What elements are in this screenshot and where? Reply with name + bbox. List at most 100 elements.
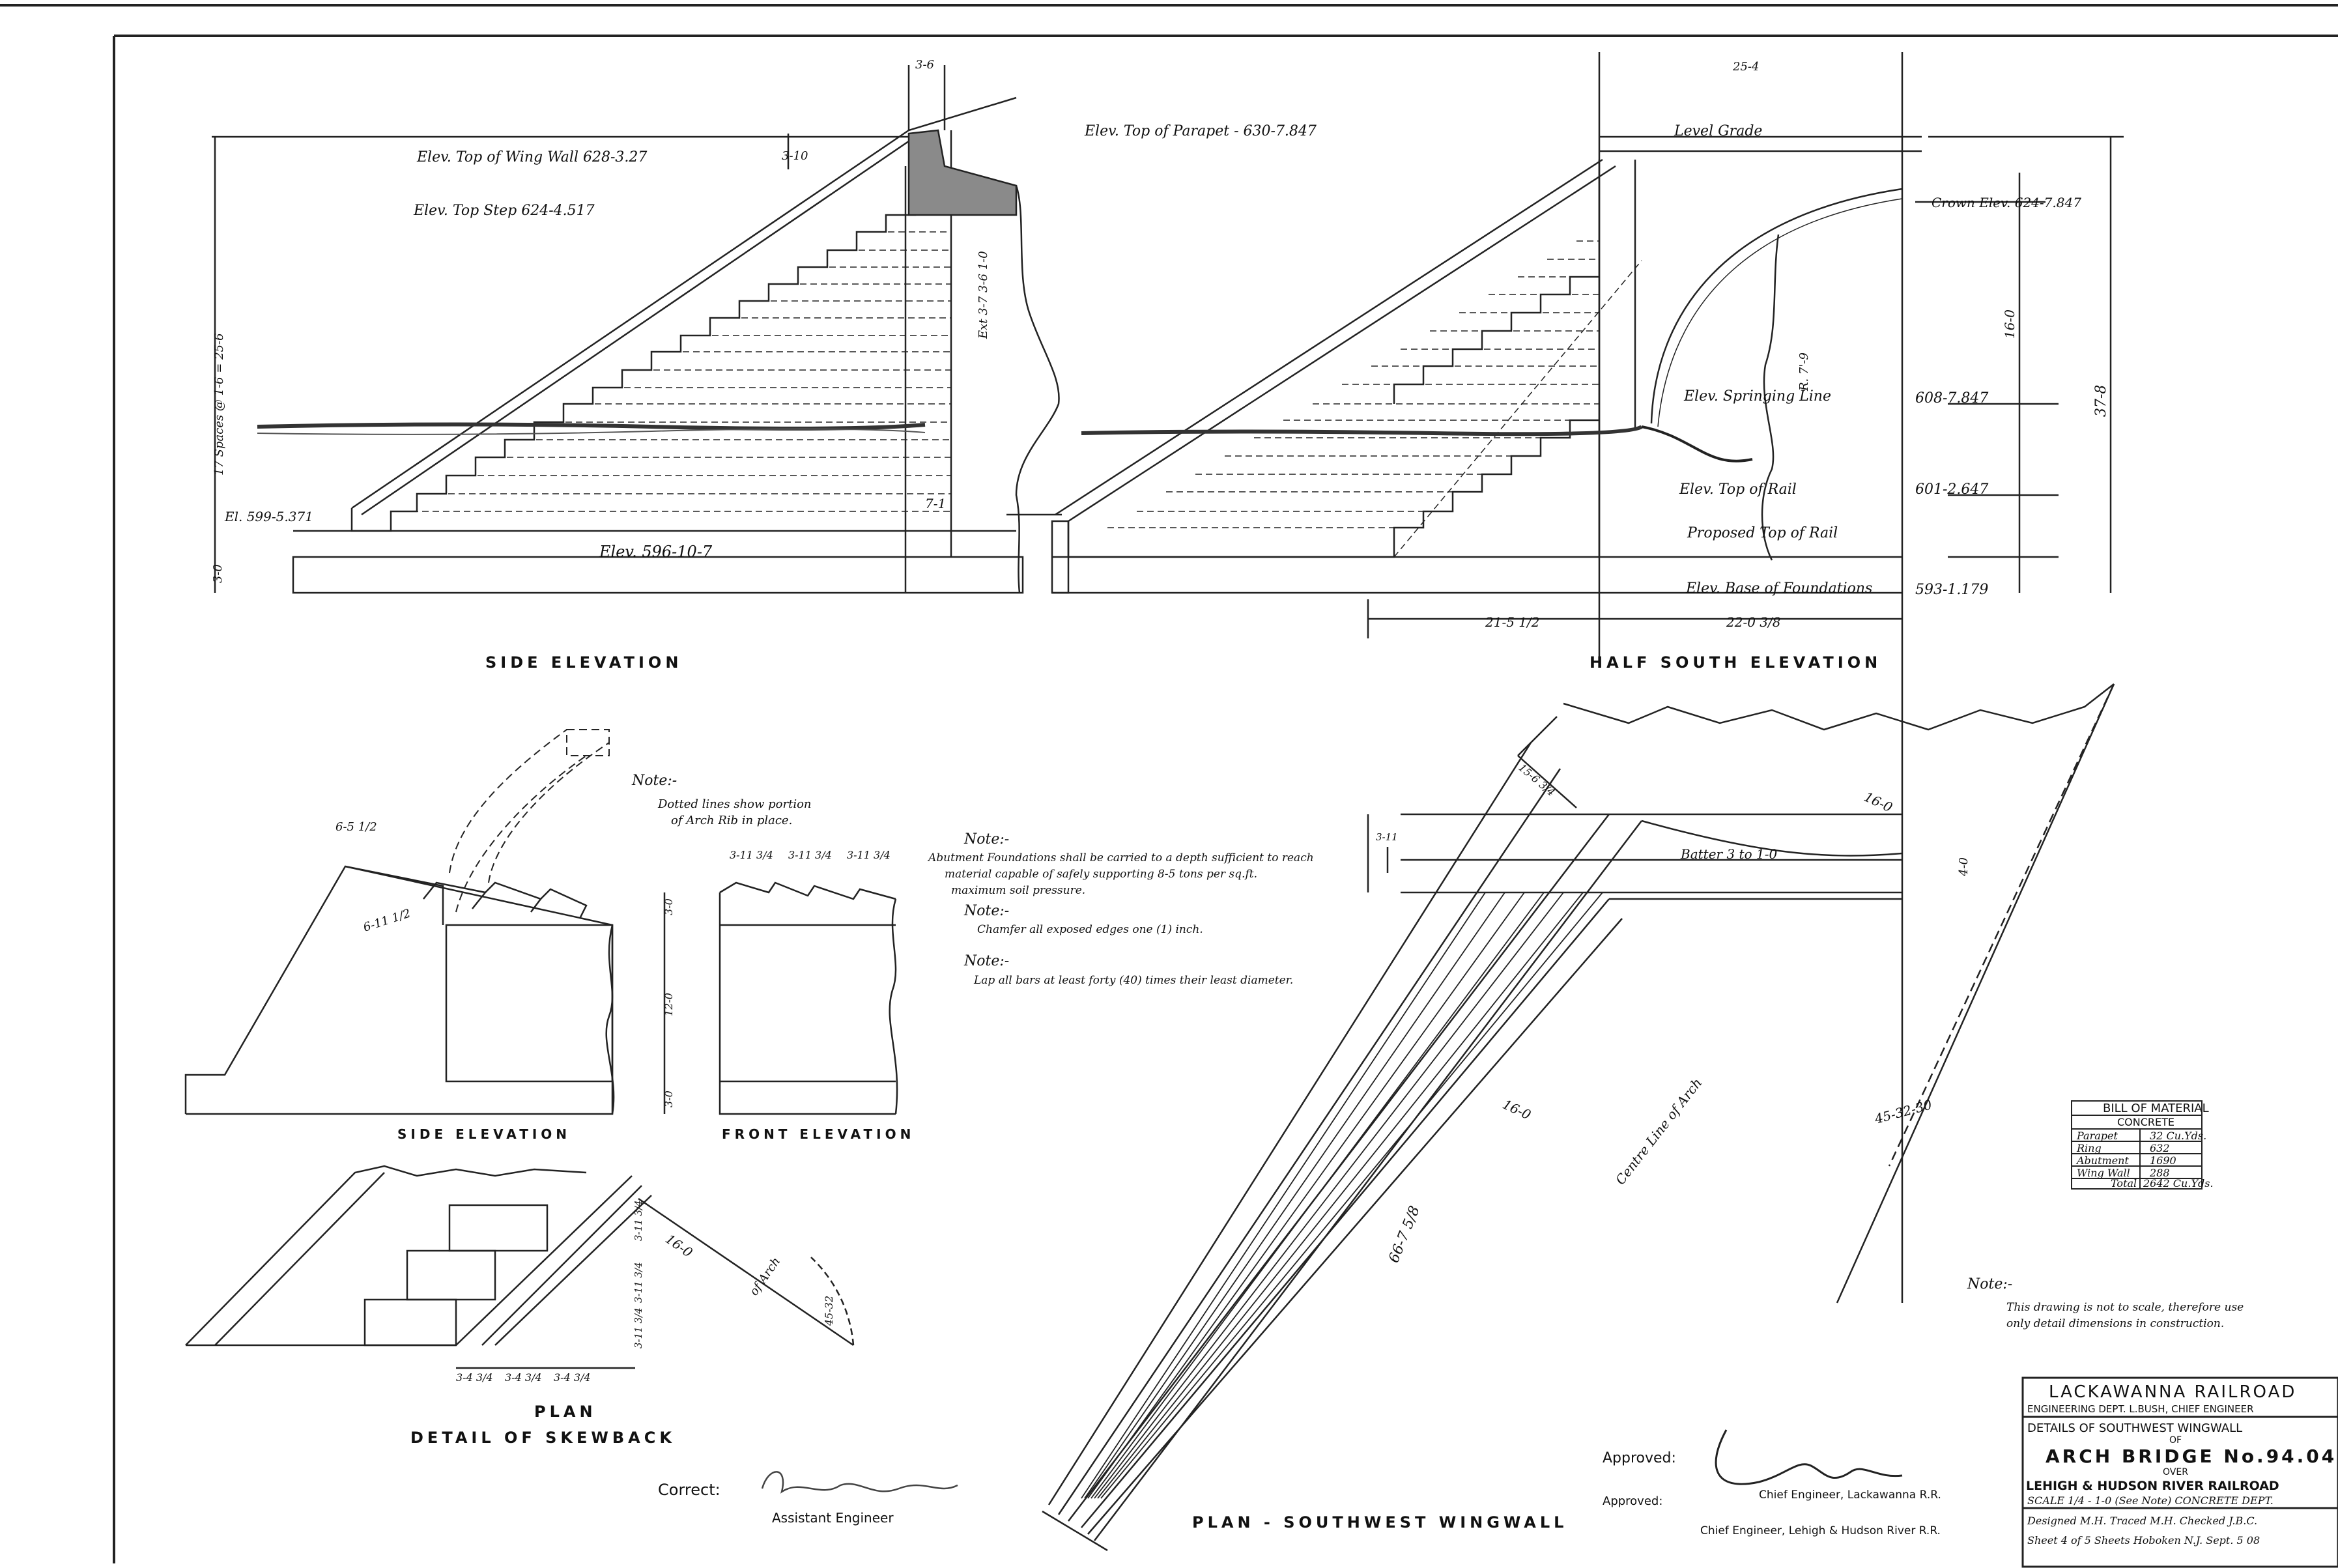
half-south-elevation-drawing — [1051, 52, 2124, 1303]
tb-dept: ENGINEERING DEPT. L.BUSH, CHIEF ENGINEER — [2027, 1403, 2254, 1415]
tb-over: OVER — [2163, 1467, 2188, 1477]
plan-dim-4: 4-0 — [1957, 857, 1971, 877]
skewback-dim-top-width: 6-5 1/2 — [335, 820, 377, 834]
side-el-bottom: El. 599-5.371 — [224, 509, 313, 524]
tb-of: OF — [2169, 1435, 2182, 1446]
bom-title: BILL OF MATERIAL — [2103, 1102, 2209, 1115]
hse-dim-crown: 16-0 — [2002, 309, 2017, 339]
chief-engineer-1: Chief Engineer, Lackawanna R.R. — [1759, 1489, 1941, 1502]
skewback-v3: 3-0 — [663, 1090, 675, 1107]
note3-text: Lap all bars at least forty (40) times t… — [973, 974, 1293, 987]
bom-qty-0: 32 Cu.Yds. — [2150, 1130, 2206, 1142]
note1-text-3: maximum soil pressure. — [951, 884, 1085, 897]
skewback-plan-side3: 3-11 3/4 — [633, 1307, 644, 1348]
side-dim-parapet: 3-6 — [915, 58, 934, 72]
bom-qty-3: 288 — [2149, 1167, 2170, 1179]
side-elev-base: Elev. 596-10-7 — [599, 543, 713, 561]
tb-details: DETAILS OF SOUTHWEST WINGWALL — [2027, 1421, 2242, 1435]
signature-bush — [1715, 1429, 1903, 1485]
skewback-plan-angle: 45-32 — [823, 1296, 835, 1326]
hse-top-parapet: Elev. Top of Parapet - 630-7.847 — [1084, 123, 1317, 139]
note3-label: Note:- — [963, 953, 1009, 969]
hse-top-width: 25-4 — [1732, 60, 1759, 74]
note2-label: Note:- — [963, 903, 1009, 919]
hse-top-rail-label: Elev. Top of Rail — [1679, 481, 1797, 498]
side-dim-steps: 17 Spaces @ 1-6 = 25-6 — [212, 333, 226, 476]
skewback-v1: 3-0 — [663, 898, 675, 915]
skewback-front-label: FRONT ELEVATION — [722, 1126, 915, 1142]
bom-subtitle: CONCRETE — [2117, 1116, 2174, 1128]
skewback-plan-side2: 3-11 3/4 — [633, 1262, 644, 1303]
correct-label: Correct: — [658, 1481, 720, 1499]
side-elev-top-wing-wall: Elev. Top of Wing Wall 628-3.27 — [416, 149, 647, 165]
note2-text: Chamfer all exposed edges one (1) inch. — [977, 923, 1203, 936]
note1-text-2: material capable of safely supporting 8-… — [945, 868, 1257, 881]
tb-sheet: Sheet 4 of 5 Sheets Hoboken N.J. Sept. 5… — [2027, 1534, 2260, 1547]
skewback-note-label: Note:- — [631, 773, 677, 789]
bom-total-label: Total — [2111, 1177, 2137, 1190]
hse-base-label: Elev. Base of Foundations — [1685, 580, 1872, 597]
skewback-front-1: 3-11 3/4 — [730, 849, 773, 861]
note1-label: Note:- — [963, 831, 1009, 848]
hse-level-grade: Level Grade — [1674, 123, 1762, 139]
note4-label: Note:- — [1967, 1276, 2012, 1292]
skewback-plan-b2: 3-4 3/4 — [505, 1371, 542, 1384]
side-elev-top-step: Elev. Top Step 624-4.517 — [413, 203, 595, 219]
skewback-note-1: Dotted lines show portion — [657, 797, 812, 811]
plan-title: PLAN - SOUTHWEST WINGWALL — [1192, 1513, 1567, 1532]
note1-text-1: Abutment Foundations shall be carried to… — [927, 851, 1314, 864]
skewback-front-3: 3-11 3/4 — [847, 849, 891, 861]
hse-top-rail-value: 601-2.647 — [1915, 481, 1988, 498]
hse-springing-value: 608-7.847 — [1915, 390, 1988, 406]
skewback-plan-b3: 3-4 3/4 — [554, 1371, 591, 1384]
tb-designed: Designed M.H. Traced M.H. Checked J.B.C. — [2027, 1515, 2257, 1527]
assistant-engineer: Assistant Engineer — [772, 1510, 894, 1526]
note4-text-1: This drawing is not to scale, therefore … — [2006, 1301, 2244, 1314]
hse-title: HALF SOUTH ELEVATION — [1590, 653, 1881, 672]
tb-railroad: LACKAWANNA RAILROAD — [2049, 1382, 2296, 1402]
bom-item-0: Parapet — [2076, 1130, 2118, 1142]
hse-proposed-rail: Proposed Top of Rail — [1687, 525, 1838, 541]
tb-bridge: ARCH BRIDGE No.94.04 — [2046, 1446, 2337, 1467]
skewback-drawing — [184, 729, 898, 1369]
tb-scale: SCALE 1/4 - 1-0 (See Note) CONCRETE DEPT… — [2027, 1494, 2274, 1507]
hse-rise: R. 7'-9 — [1797, 352, 1811, 392]
bom-item-2: Abutment — [2075, 1154, 2129, 1167]
bom-total-value: 2642 Cu.Yds. — [2143, 1177, 2214, 1190]
bom-qty-1: 632 — [2150, 1142, 2170, 1154]
side-dim-top: 3-10 — [782, 149, 808, 163]
skewback-front-2: 3-11 3/4 — [788, 849, 832, 861]
signature-assistant — [761, 1471, 958, 1494]
hse-base-value: 593-1.179 — [1915, 582, 1988, 598]
approved-label-2: Approved: — [1603, 1494, 1662, 1508]
chief-engineer-2: Chief Engineer, Lehigh & Hudson River R.… — [1700, 1524, 1941, 1537]
hse-dim-right: 22-0 3/8 — [1726, 614, 1780, 630]
note4-text-2: only detail dimensions in construction. — [2006, 1317, 2224, 1330]
tb-river: LEHIGH & HUDSON RIVER RAILROAD — [2026, 1479, 2279, 1493]
bom-qty-2: 1690 — [2150, 1154, 2176, 1167]
bom-item-3: Wing Wall — [2077, 1167, 2130, 1179]
plan-batter: Batter 3 to 1-0 — [1680, 846, 1777, 862]
hse-dim-total: 37-8 — [2093, 385, 2109, 417]
skewback-v2: 12-0 — [663, 993, 675, 1016]
bill-of-material-table — [2071, 1100, 2203, 1190]
hse-dim-left: 21-5 1/2 — [1485, 614, 1539, 630]
side-dim-toe: 7-1 — [925, 496, 946, 511]
plan-dim-3: 3-11 — [1376, 831, 1398, 843]
approved-label-1: Approved: — [1603, 1450, 1676, 1466]
bom-item-1: Ring — [2076, 1142, 2102, 1154]
skewback-note-2: of Arch Rib in place. — [671, 814, 792, 827]
skewback-title: DETAIL OF SKEWBACK — [410, 1429, 676, 1447]
title-block-frame — [2021, 1376, 2338, 1568]
sheet-border — [0, 4, 2338, 1563]
skewback-plan-side1: 3-11 3/4 — [633, 1200, 644, 1241]
side-elevation-drawing — [212, 65, 1062, 594]
side-elevation-title: SIDE ELEVATION — [485, 653, 682, 672]
plan-wingwall-drawing — [1042, 683, 2115, 1552]
skewback-side-label: SIDE ELEVATION — [397, 1126, 571, 1142]
skewback-plan-b1: 3-4 3/4 — [456, 1371, 493, 1384]
hse-crown: Crown Elev. 624-7.847 — [1932, 195, 2081, 210]
side-dim-right: Ext 3-7 3-6 1-0 — [977, 251, 990, 339]
skewback-plan-label: PLAN — [534, 1403, 597, 1421]
